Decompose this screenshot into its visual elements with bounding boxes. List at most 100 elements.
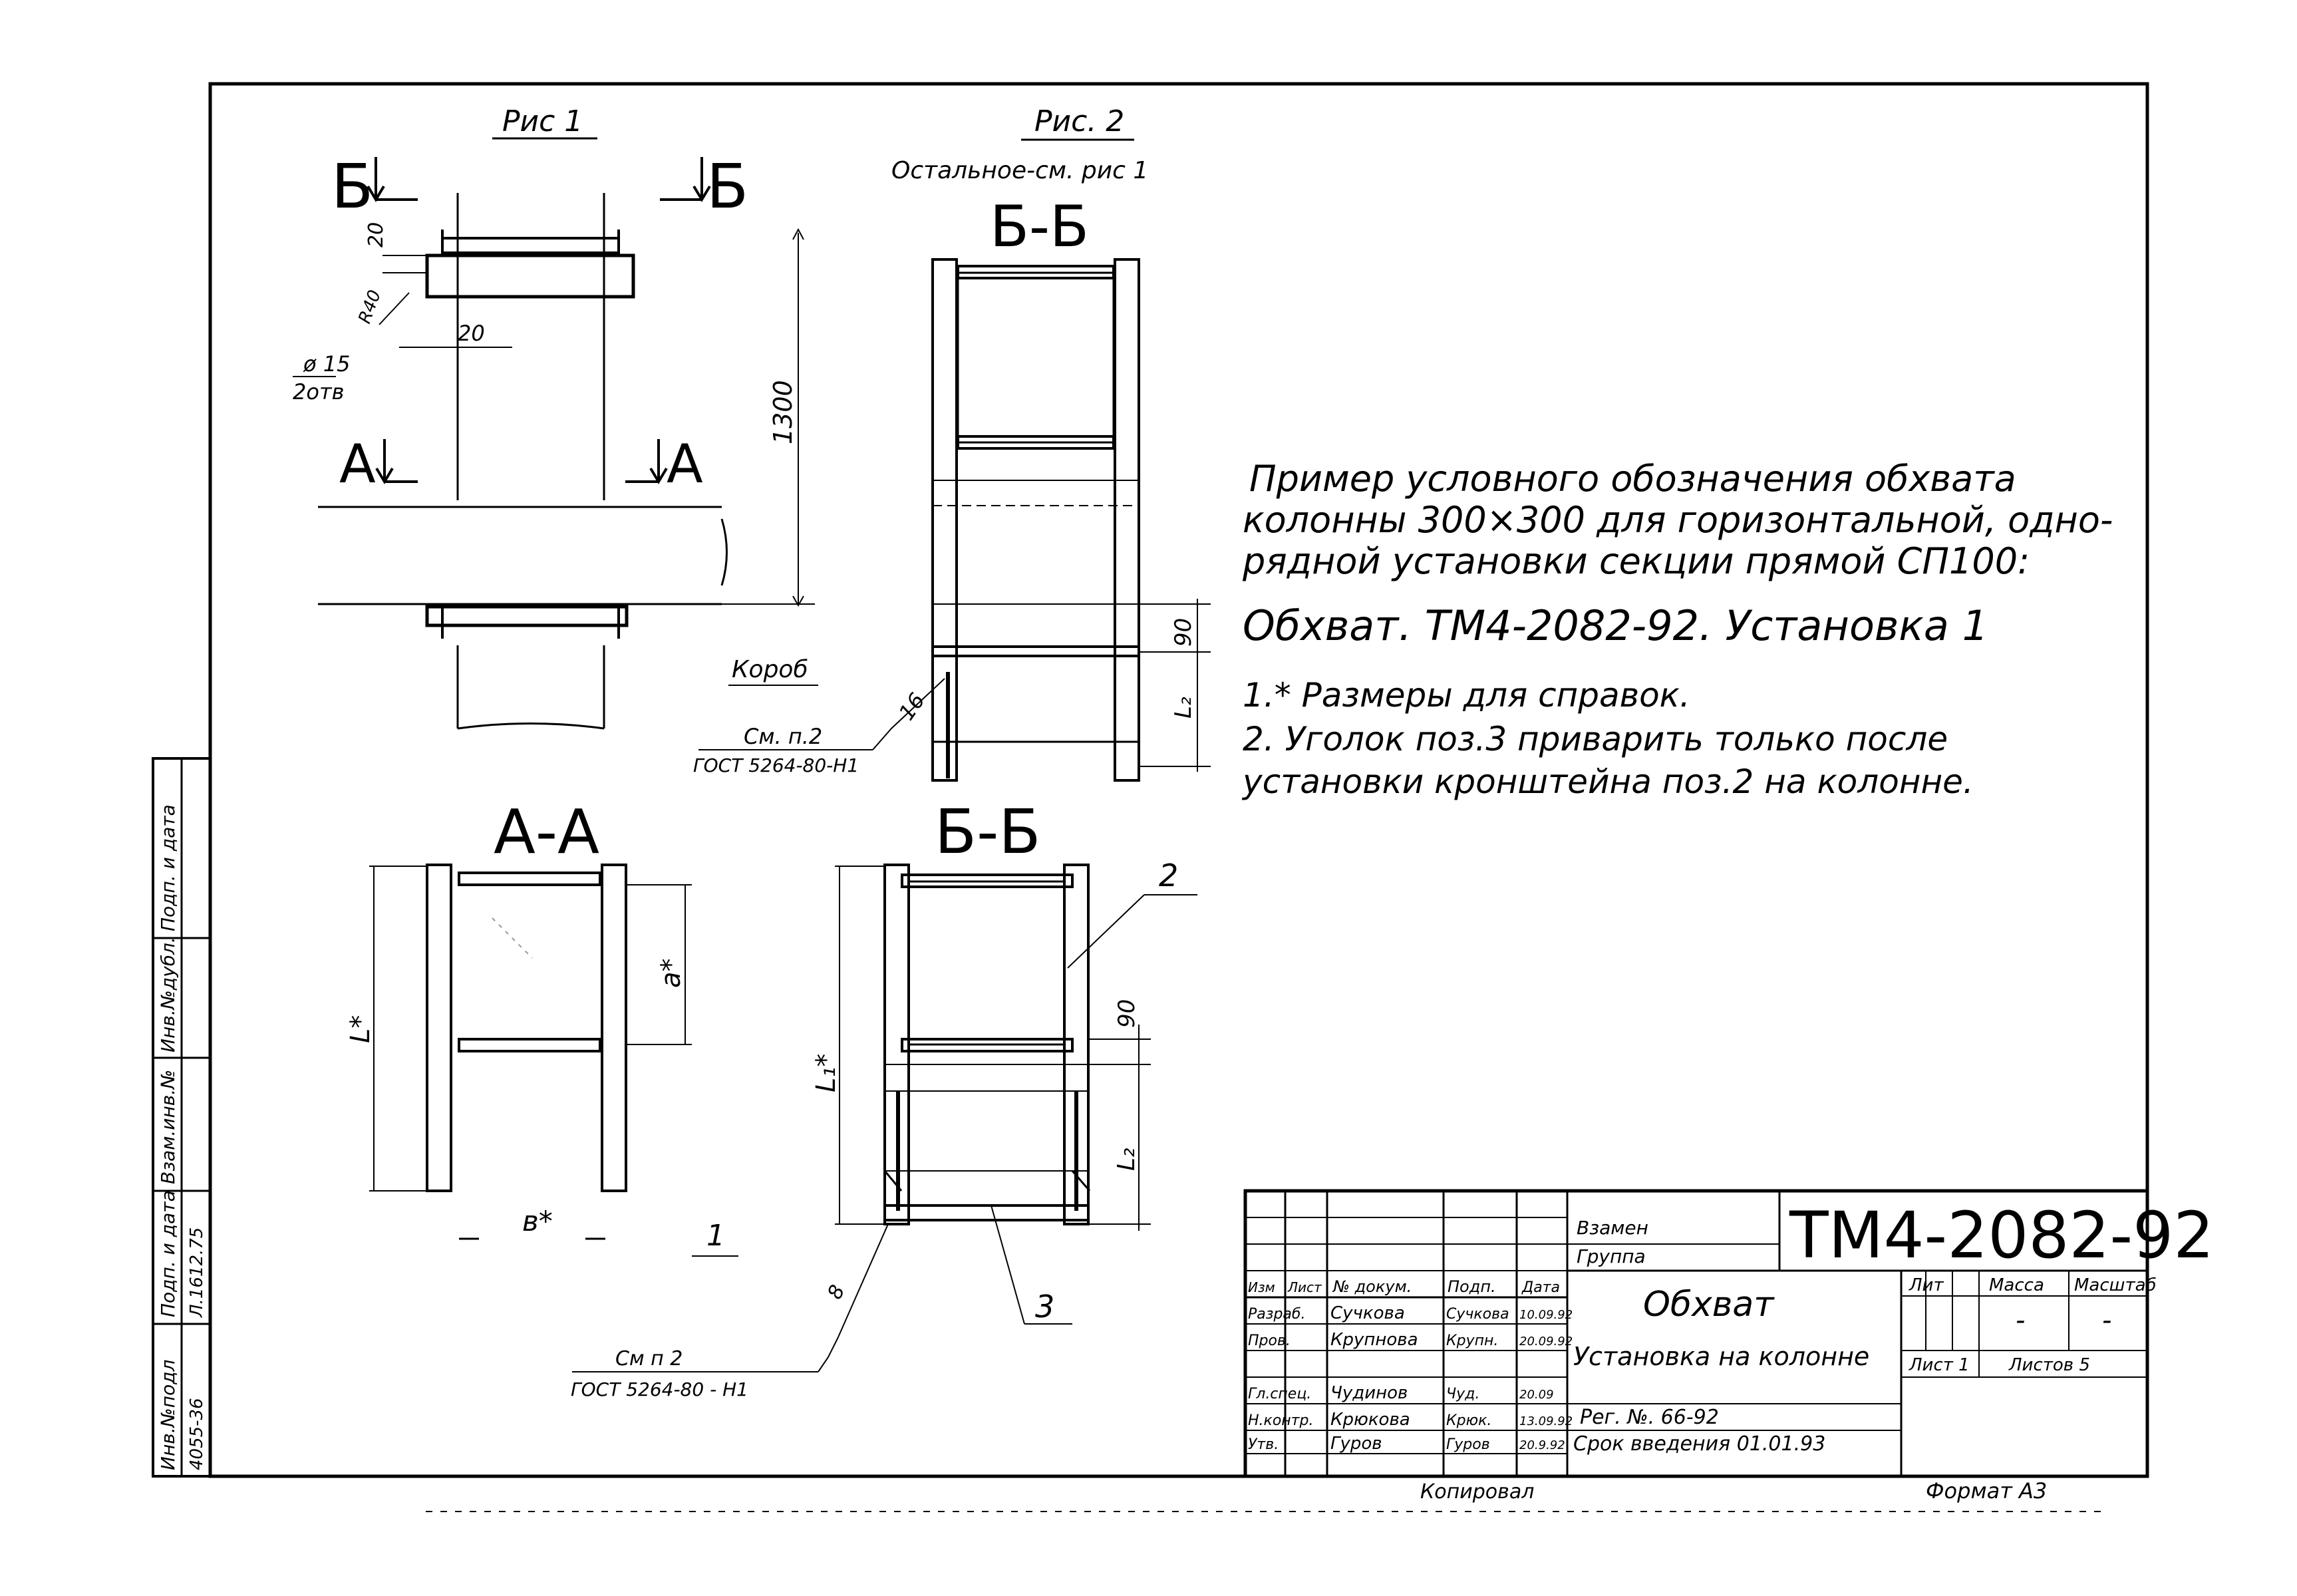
section-bb: Б-Б 2 L₁* 90 L₂ 3 8 См bbox=[571, 796, 1197, 1400]
tb-sign: Крупн. bbox=[1446, 1333, 1498, 1349]
note-example-line3: рядной установки секции прямой СП100: bbox=[1242, 540, 2030, 582]
fig1-box-label: Короб bbox=[732, 656, 808, 683]
fig2-subtitle: Остальное-см. рис 1 bbox=[891, 157, 1148, 184]
fig1-title: Рис 1 bbox=[502, 104, 583, 138]
fig1-section-a-right: А bbox=[667, 433, 703, 495]
fig1-weld-size: 16 bbox=[893, 688, 929, 724]
note-1: 1.* Размеры для справок. bbox=[1243, 676, 1690, 715]
tb-row-0: Разраб. Сучкова Сучкова 10.09.92 bbox=[1248, 1303, 1573, 1323]
tb-date: 20.09 bbox=[1519, 1388, 1554, 1402]
tb-date: 20.09.92 bbox=[1519, 1335, 1573, 1349]
section-aa-dim-l: L* bbox=[345, 1015, 376, 1043]
note-designation: Обхват. ТМ4-2082-92. Установка 1 bbox=[1243, 601, 1988, 650]
section-bb-weld-note: См п 2 bbox=[615, 1347, 683, 1370]
side-stamp: Инв.№подл 4055-36 Подп. и дата Л.1612.75… bbox=[152, 757, 212, 1478]
tb-mass-value: - bbox=[2016, 1305, 2025, 1336]
section-aa-dim-a: a* bbox=[656, 958, 687, 988]
note-example-line2: колонны 300×300 для горизонтальной, одно… bbox=[1243, 499, 2113, 541]
tb-scale-label: Масштаб bbox=[2074, 1275, 2157, 1295]
tb-sheet-label: Лист 1 bbox=[1909, 1355, 1970, 1375]
tb-sign: Гуров bbox=[1446, 1436, 1490, 1453]
stamp-inv-value: 4055-36 bbox=[187, 1398, 207, 1470]
section-bb-title: Б-Б bbox=[935, 796, 1040, 868]
stamp-dup-inv-label: Инв.№дубл. bbox=[157, 937, 179, 1052]
tb-person: Гуров bbox=[1330, 1434, 1382, 1454]
fig1-dim-20-mid: 20 bbox=[458, 321, 485, 346]
section-bb-weld-std: ГОСТ 5264-80 - Н1 bbox=[571, 1378, 748, 1400]
tb-row-2: Гл.спец. Чудинов Чуд. 20.09 bbox=[1248, 1383, 1554, 1403]
tb-date: 13.09.92 bbox=[1519, 1414, 1573, 1428]
fig1-hole-dia: ø 15 bbox=[303, 351, 350, 377]
tb-scale-value: - bbox=[2102, 1305, 2111, 1336]
stamp-sign-date-value: Л.1612.75 bbox=[187, 1227, 207, 1318]
tb-sign: Крюк. bbox=[1446, 1412, 1491, 1429]
tb-col-izm: Изм bbox=[1248, 1279, 1275, 1295]
tb-lit-label: Лит bbox=[1909, 1275, 1944, 1295]
section-bb-pos-2: 2 bbox=[1159, 858, 1178, 893]
section-bb-dim-90: 90 bbox=[1114, 999, 1140, 1028]
stamp-sign-date-label: Подп. и дата bbox=[157, 1190, 179, 1317]
tb-row-3: Н.контр. Крюкова Крюк. 13.09.92 bbox=[1248, 1410, 1573, 1430]
tb-reg-no: Рег. №. 66-92 bbox=[1580, 1406, 1719, 1429]
fig2-section-title: Б-Б bbox=[990, 194, 1089, 260]
tb-mass-label: Масса bbox=[1989, 1275, 2044, 1295]
tb-vzamen: Взамен bbox=[1577, 1217, 1648, 1239]
note-2-line1: 2. Уголок поз.3 приварить только после bbox=[1243, 720, 1948, 758]
fig1-hole-count: 2отв bbox=[293, 379, 344, 404]
fig1-weld-note: См. п.2 bbox=[744, 724, 822, 749]
tb-sheets-label: Листов 5 bbox=[2008, 1355, 2090, 1375]
tb-role: Утв. bbox=[1248, 1436, 1279, 1453]
tb-col-podp: Подп. bbox=[1448, 1277, 1496, 1296]
tb-role: Пров. bbox=[1248, 1333, 1291, 1349]
tb-col-list: Лист bbox=[1287, 1279, 1322, 1295]
fig1-dim-20-top: 20 bbox=[365, 222, 388, 247]
tb-col-docnum: № докум. bbox=[1332, 1277, 1412, 1296]
fig1-weld-std: ГОСТ 5264-80-Н1 bbox=[693, 754, 859, 776]
notes: Пример условного обозначения обхвата кол… bbox=[1241, 458, 2113, 801]
stamp-sign-date2-label: Подп. и дата bbox=[157, 804, 179, 931]
title-block: Взамен Группа ТМ4-2082-92 Обхват Установ… bbox=[1243, 1189, 2214, 1478]
tb-subname: Установка на колонне bbox=[1573, 1342, 1869, 1371]
fig1-section-b-left: Б bbox=[331, 151, 373, 222]
tb-role: Гл.спец. bbox=[1248, 1386, 1311, 1402]
section-bb-pos-3: 3 bbox=[1035, 1289, 1054, 1325]
fig2: Рис. 2 Остальное-см. рис 1 Б-Б 90 L₂ bbox=[891, 104, 1211, 782]
tb-person: Крюкова bbox=[1330, 1410, 1410, 1430]
footer-copied: Копировал bbox=[1420, 1480, 1534, 1504]
fig2-title: Рис. 2 bbox=[1034, 104, 1124, 138]
tb-role: Н.контр. bbox=[1248, 1412, 1313, 1429]
tb-date: 10.09.92 bbox=[1519, 1308, 1573, 1322]
note-2-line2: установки кронштейна поз.2 на колонне. bbox=[1241, 762, 1974, 801]
fig1-section-a-left: А bbox=[339, 433, 376, 495]
fig1-dim-1300: 1300 bbox=[768, 380, 798, 444]
section-aa-title: А-А bbox=[494, 796, 599, 868]
tb-doc-number: ТМ4-2082-92 bbox=[1789, 1198, 2214, 1273]
stamp-inv-label: Инв.№подл bbox=[157, 1359, 179, 1470]
tb-sign: Чуд. bbox=[1446, 1386, 1479, 1402]
tb-person: Сучкова bbox=[1330, 1303, 1405, 1323]
tb-col-data: Дата bbox=[1521, 1279, 1560, 1296]
fig1: Рис 1 Б Б 20 R40 20 ø 15 2отв А bbox=[293, 104, 945, 776]
tb-person: Чудинов bbox=[1330, 1383, 1408, 1403]
tb-person: Крупнова bbox=[1330, 1330, 1418, 1350]
section-bb-dim-l1: L₁* bbox=[811, 1054, 842, 1092]
tb-row-1: Пров. Крупнова Крупн. 20.09.92 bbox=[1248, 1330, 1573, 1350]
section-bb-dim-8: 8 bbox=[824, 1281, 850, 1303]
fig2-dim-90: 90 bbox=[1170, 618, 1197, 647]
section-aa-pos-1: 1 bbox=[706, 1219, 725, 1253]
tb-sign: Сучкова bbox=[1446, 1306, 1509, 1323]
section-bb-dim-l2: L₂ bbox=[1113, 1148, 1140, 1172]
fig1-section-b-right: Б bbox=[706, 151, 748, 222]
tb-gruppa: Группа bbox=[1577, 1245, 1646, 1267]
tb-row-4: Утв. Гуров Гуров 20.9.92 bbox=[1248, 1434, 1565, 1454]
tb-role: Разраб. bbox=[1248, 1306, 1305, 1323]
stamp-replace-inv-label: Взам.инв.№ bbox=[157, 1070, 179, 1184]
note-example-line1: Пример условного обозначения обхвата bbox=[1249, 458, 2016, 500]
fig2-dim-l2: L₂ bbox=[1170, 697, 1197, 718]
tb-deadline: Срок введения 01.01.93 bbox=[1573, 1432, 1825, 1456]
section-aa-dim-b: в* bbox=[522, 1205, 553, 1237]
section-aa: А-А L* a* в* 1 bbox=[345, 796, 738, 1257]
fig1-dim-r40: R40 bbox=[355, 287, 385, 326]
tb-date: 20.9.92 bbox=[1519, 1438, 1565, 1452]
